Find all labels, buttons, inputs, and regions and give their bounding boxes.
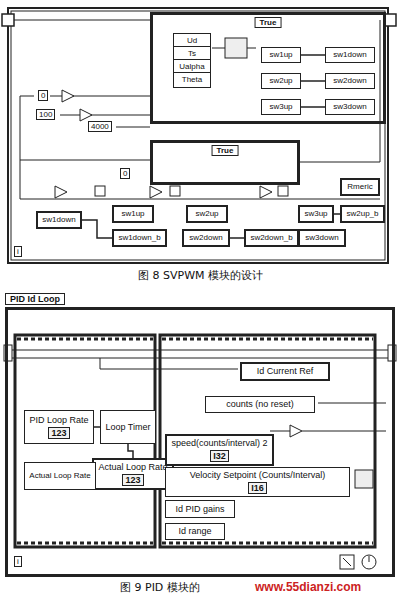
indicator-terminal: Rmeric — [340, 178, 380, 196]
indicator-terminal: sw2up_b — [340, 205, 385, 223]
data-type-label: I16 — [248, 482, 267, 494]
terminal-label: PID Loop Rate — [29, 415, 88, 425]
terminal-label: sw3down — [305, 233, 338, 242]
indicator-terminal: Actual Loop Rate 123 — [92, 458, 174, 490]
terminal-label: sw2up — [195, 209, 218, 218]
control-terminal: Loop Timer — [100, 410, 156, 444]
data-type-label: I32 — [210, 450, 229, 462]
terminal-label: sw1up — [121, 209, 144, 218]
indicator-terminal: sw3down — [298, 229, 346, 247]
numeric-constant: 100 — [36, 109, 55, 120]
terminal-label: speed(counts/interval) 2 — [171, 438, 267, 448]
indicator-terminal: sw2down — [182, 229, 230, 247]
terminal-label: sw3down — [333, 102, 366, 111]
terminal-label: sw1down — [42, 215, 75, 224]
indicator-terminal: sw1up — [112, 205, 154, 223]
terminal-label: Id PID gains — [175, 504, 224, 514]
terminal-label: Id range — [178, 526, 211, 536]
terminal-label: Actual Loop Rate — [98, 462, 167, 472]
control-terminal: Id PID gains — [165, 500, 235, 518]
control-terminal: Velocity Setpoint (Counts/Interval) I16 — [165, 467, 350, 497]
indicator-terminal: sw2up — [186, 205, 228, 223]
figure-caption: 图 9 PID 模块的 — [120, 580, 200, 595]
loop-label: PID Id Loop — [5, 293, 65, 305]
terminal-label: sw3up — [304, 209, 327, 218]
figure-caption: 图 8 SVPWM 模块的设计 — [138, 268, 263, 283]
terminal-label: sw1down_b — [118, 233, 160, 242]
wire — [82, 220, 112, 238]
terminal-label: sw2down — [189, 233, 222, 242]
indicator-terminal: Id Current Ref — [240, 362, 330, 381]
case-structure: True — [150, 140, 300, 185]
numeric-constant: 0 — [120, 168, 130, 179]
terminal-label: Ud — [187, 36, 197, 45]
terminal-label: sw1down — [333, 50, 366, 59]
terminal-label: Rmeric — [347, 182, 372, 191]
terminal-label: Velocity Setpoint (Counts/Interval) — [190, 470, 326, 480]
indicator-terminal: speed(counts/interval) 2 I32 — [165, 434, 274, 466]
wire — [128, 444, 133, 458]
control-terminal: sw2up — [261, 73, 301, 89]
case-selector: True — [212, 145, 239, 156]
control-terminal: counts (no reset) — [205, 396, 315, 413]
wire — [301, 106, 325, 108]
terminal-label: sw2down_b — [250, 233, 292, 242]
terminal-label: Id Current Ref — [257, 366, 314, 376]
terminal-label: sw2down — [333, 76, 366, 85]
wire — [230, 237, 244, 239]
numeric-constant: 0 — [38, 90, 48, 101]
terminal-label: Ts — [188, 49, 196, 58]
while-loop: PID Id LoopPID Loop Rate 123 Loop TimerAct… — [5, 293, 395, 577]
control-terminal: sw1up — [261, 47, 301, 63]
control-terminal: PID Loop Rate 123 — [24, 410, 94, 444]
control-terminal: sw1down — [325, 47, 375, 63]
terminal-label: Theta — [182, 75, 202, 84]
control-terminal: sw3up — [261, 99, 301, 115]
control-terminal: Actual Loop Rate — [24, 462, 96, 490]
terminal-label: sw2up_b — [346, 209, 378, 218]
terminal-label: sw2up — [269, 76, 292, 85]
indicator-terminal: sw3up — [298, 205, 334, 223]
iteration-terminal: i — [14, 556, 22, 567]
control-terminal: Theta — [173, 72, 211, 88]
wire — [301, 80, 325, 82]
data-type-label: 123 — [48, 427, 69, 439]
numeric-constant: 4000 — [88, 121, 112, 132]
terminal-label: Loop Timer — [105, 422, 150, 432]
indicator-terminal: sw2down_b — [244, 229, 299, 247]
case-selector: True — [255, 17, 282, 28]
data-type-label: 123 — [122, 474, 143, 486]
terminal-label: sw1up — [269, 50, 292, 59]
wire — [301, 54, 325, 56]
control-terminal: sw2down — [325, 73, 375, 89]
iteration-terminal: i — [14, 246, 22, 257]
terminal-label: Actual Loop Rate — [29, 471, 90, 480]
control-terminal: sw3down — [325, 99, 375, 115]
indicator-terminal: sw1down_b — [112, 229, 167, 247]
terminal-label: Ualpha — [179, 62, 204, 71]
watermark: www.55dianzi.com — [255, 580, 361, 594]
terminal-label: counts (no reset) — [226, 399, 294, 409]
case-structure: TrueUdTsUalphaTheta sw1up sw2up sw3up sw1dow… — [150, 12, 386, 124]
indicator-terminal: sw1down — [36, 211, 82, 229]
control-terminal: Id range — [165, 523, 225, 540]
terminal-label: sw3up — [269, 102, 292, 111]
